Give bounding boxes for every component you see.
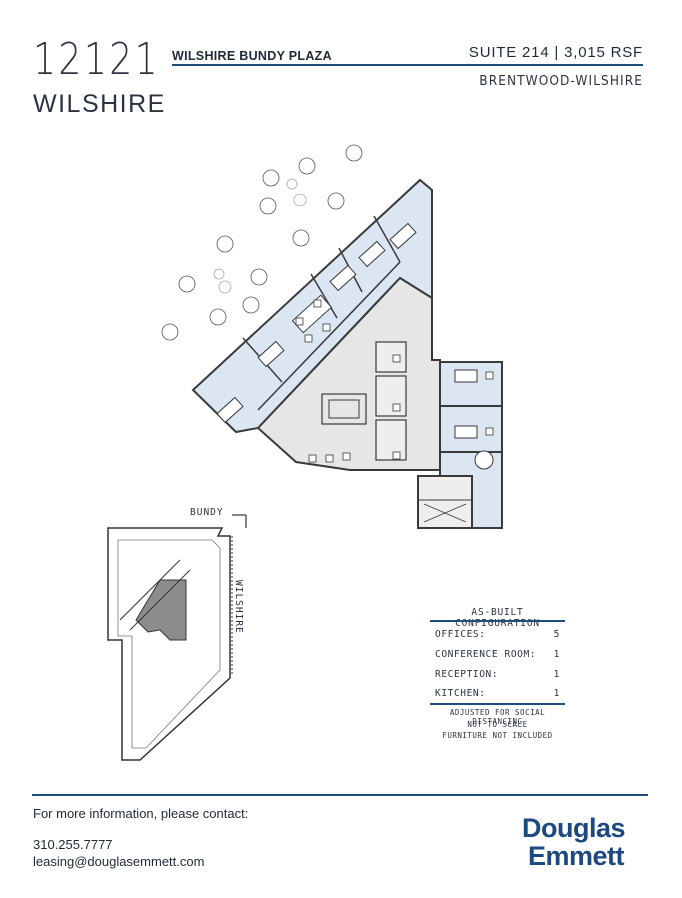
- configuration-label: OFFICES:: [435, 629, 486, 640]
- suite-floor-plan: [161, 144, 503, 529]
- trees: [161, 144, 363, 341]
- stairwell: [417, 475, 473, 529]
- building-number: 12121: [33, 34, 161, 85]
- configuration-value: 5: [553, 629, 560, 640]
- configuration-top-rule: [430, 620, 565, 622]
- note-social-distancing: ADJUSTED FOR SOCIAL DISTANCING: [449, 708, 546, 726]
- configuration-row: CONFERENCE ROOM: 1: [435, 649, 560, 660]
- note-furniture: FURNITURE NOT INCLUDED: [442, 731, 553, 740]
- configuration-title: AS-BUILT CONFIGURATION: [455, 607, 540, 629]
- configuration-label: KITCHEN:: [435, 688, 486, 699]
- suite-info: SUITE 214 | 3,015 RSF: [468, 44, 643, 61]
- configuration-label: CONFERENCE ROOM:: [435, 649, 537, 660]
- configuration-row: KITCHEN: 1: [435, 688, 560, 699]
- configuration-row: RECEPTION: 1: [435, 669, 560, 680]
- configuration-row: OFFICES: 5: [435, 629, 560, 640]
- contact-phone[interactable]: 310.255.7777: [33, 837, 113, 852]
- configuration-bottom-rule: [430, 703, 565, 705]
- building-name: WILSHIRE: [33, 90, 166, 118]
- key-plan-outline: [107, 527, 231, 761]
- footer-divider: [32, 794, 648, 796]
- contact-heading: For more information, please contact:: [33, 806, 249, 821]
- office-right-1: [439, 361, 503, 407]
- plaza-name: WILSHIRE BUNDY PLAZA: [172, 49, 332, 63]
- configuration-label: RECEPTION:: [435, 669, 499, 680]
- note-not-to-scale: NOT TO SCALE: [467, 720, 528, 729]
- street-label-bundy: BUNDY: [190, 507, 224, 518]
- contact-email[interactable]: leasing@douglasemmett.com: [33, 854, 205, 869]
- configuration-value: 1: [553, 669, 560, 680]
- submarket: BRENTWOOD-WILSHIRE: [479, 73, 643, 89]
- brand-logo-line2: Emmett: [528, 841, 625, 871]
- configuration-value: 1: [553, 649, 560, 660]
- header-divider: [172, 64, 643, 66]
- configuration-value: 1: [553, 688, 560, 699]
- street-label-wilshire: WILSHIRE: [233, 580, 244, 634]
- key-plan: [107, 514, 247, 761]
- brand-logo-line1: Douglas: [522, 813, 626, 843]
